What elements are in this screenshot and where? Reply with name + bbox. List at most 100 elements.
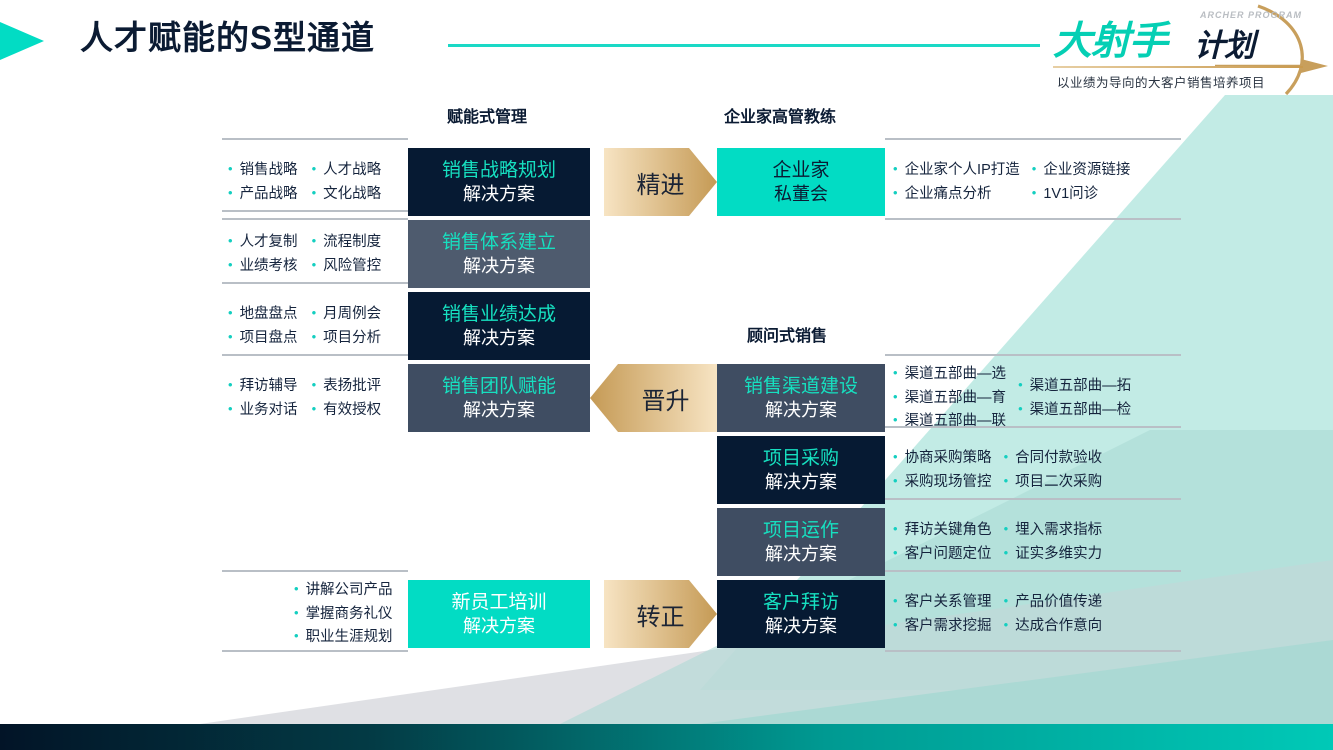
stage-label: 晋升: [641, 387, 690, 415]
bullet-dot-icon: •: [1031, 184, 1037, 200]
bullet-item: • 项目盘点: [228, 328, 298, 349]
right-bullets-row-4: •渠道五部曲—选•渠道五部曲—育•渠道五部曲—联•渠道五部曲—拓•渠道五部曲—检: [893, 364, 1189, 432]
bullet-dot-icon: •: [893, 616, 898, 632]
bullet-label: 地盘盘点: [239, 305, 298, 322]
right-bullets-row-1: •企业家个人IP打造•企业痛点分析•企业资源链接•1V1问诊: [893, 148, 1189, 216]
stage-chevron-转正[interactable]: 转正: [604, 580, 717, 648]
bullet-dot-icon: •: [228, 160, 233, 176]
bullet-dot-icon: •: [228, 184, 233, 200]
bullet-label: 业务对话: [239, 401, 298, 418]
bullet-label: 采购现场管控: [904, 473, 992, 490]
bullet-column: •拜访辅导•业务对话: [228, 376, 298, 420]
bullet-item: •风险管控: [312, 256, 382, 277]
bullet-column: •合同付款验收 • 项目二次采购: [1004, 448, 1103, 492]
bullet-item: • 业绩考核: [228, 256, 298, 277]
bullet-item: •协商采购策略: [893, 448, 992, 469]
bullet-column: •企业家个人IP打造•企业痛点分析: [893, 160, 1020, 204]
triangle-right-icon: [0, 22, 44, 60]
bullet-dot-icon: •: [1018, 376, 1023, 392]
left-divider-end-0: [222, 218, 408, 220]
center-card-row-7[interactable]: 新员工培训解决方案: [408, 580, 590, 648]
bullet-label: 表扬批评: [323, 377, 382, 394]
bullet-item: •合同付款验收: [1004, 448, 1103, 469]
bullet-label: 产品战略: [239, 185, 298, 202]
solution-title: 项目运作: [762, 519, 839, 541]
bullet-column: •流程制度•风险管控: [312, 232, 382, 276]
bullet-dot-icon: •: [311, 184, 317, 200]
solution-title: 销售团队赋能: [441, 375, 556, 397]
bullet-dot-icon: •: [228, 328, 233, 344]
bullet-label: 企业家个人IP打造: [904, 161, 1020, 178]
right-card-row-4[interactable]: 销售渠道建设解决方案: [717, 364, 885, 432]
bullet-item: •产品价值传递: [1004, 592, 1103, 613]
bullet-item: •客户需求挖掘: [893, 616, 992, 637]
left-bullets-row-4: •拜访辅导•业务对话 •表扬批评•有效授权: [228, 364, 414, 432]
center-card-row-4[interactable]: 销售团队赋能解决方案: [408, 364, 590, 432]
bullet-column: •产品价值传递•达成合作意向: [1004, 592, 1103, 636]
bullet-label: 企业资源链接: [1043, 161, 1131, 178]
bullet-label: 销售战略: [239, 161, 298, 178]
bullet-item: •渠道五部曲—联: [893, 411, 1006, 432]
right-card-row-1[interactable]: 企业家私董会: [717, 148, 885, 216]
bullet-dot-icon: •: [228, 256, 233, 272]
right-card-row-5[interactable]: 项目采购解决方案: [717, 436, 885, 504]
bullet-dot-icon: •: [893, 365, 898, 381]
solution-subtitle: 解决方案: [463, 615, 535, 636]
bullet-dot-icon: •: [893, 448, 898, 464]
stage-chevron-精进[interactable]: 精进: [604, 148, 717, 216]
bullet-item: • 项目二次采购: [1004, 472, 1103, 493]
left-bullets-divider: [222, 282, 408, 284]
bullet-dot-icon: •: [1003, 616, 1009, 632]
left-bullets-divider: [222, 354, 408, 356]
bullet-dot-icon: •: [311, 304, 317, 320]
solution-title: 销售战略规划: [441, 159, 556, 181]
bullet-label: 业绩考核: [239, 257, 298, 274]
bullet-label: 人才战略: [323, 161, 382, 178]
bullet-label: 项目分析: [323, 329, 382, 346]
bullet-item: •证实多维实力: [1004, 544, 1103, 565]
center-card-row-3[interactable]: 销售业绩达成解决方案: [408, 292, 590, 360]
bullet-item: •拜访关键角色: [893, 520, 992, 541]
bullet-label: 证实多维实力: [1015, 545, 1103, 562]
right-bullets-divider: [885, 498, 1181, 500]
bullet-dot-icon: •: [893, 592, 898, 608]
bullet-column: •人才战略•文化战略: [312, 160, 382, 204]
bullet-label: 渠道五部曲—育: [904, 389, 1007, 406]
bullet-label: 流程制度: [323, 233, 382, 250]
center-card-row-1[interactable]: 销售战略规划解决方案: [408, 148, 590, 216]
bullet-column: •表扬批评•有效授权: [312, 376, 382, 420]
bullet-dot-icon: •: [294, 581, 299, 597]
right-bullets-divider: [885, 354, 1181, 356]
teal-lower-shape: [700, 640, 1333, 724]
chevron-right-icon: [604, 580, 717, 648]
bullet-item: •渠道五部曲—育: [893, 388, 1006, 409]
bullet-column: •讲解公司产品•掌握商务礼仪•职业生涯规划: [294, 580, 393, 648]
bullet-dot-icon: •: [893, 412, 898, 428]
right-card-row-7[interactable]: 客户拜访解决方案: [717, 580, 885, 648]
bullet-label: 项目二次采购: [1015, 473, 1103, 490]
bullet-column: •协商采购策略•采购现场管控: [893, 448, 992, 492]
bullet-dot-icon: •: [893, 472, 898, 488]
right-divider-end-0: [885, 218, 1181, 220]
bullet-column: •企业资源链接•1V1问诊: [1032, 160, 1131, 204]
solution-subtitle: 解决方案: [463, 399, 535, 420]
left-bullets-divider: [222, 210, 408, 212]
title-divider: [448, 44, 1040, 47]
right-card-row-6[interactable]: 项目运作解决方案: [717, 508, 885, 576]
bullet-label: 职业生涯规划: [305, 629, 393, 646]
stage-chevron-晋升[interactable]: 晋升: [590, 364, 717, 432]
logo-subtitle: 以业绩为导向的大客户销售培养项目: [1057, 76, 1266, 90]
bullet-item: •企业家个人IP打造: [893, 160, 1020, 181]
bullet-label: 有效授权: [323, 401, 382, 418]
bullet-dot-icon: •: [311, 160, 317, 176]
bullet-dot-icon: •: [1003, 472, 1009, 488]
solution-title: 项目采购: [762, 447, 839, 469]
center-card-row-2[interactable]: 销售体系建立解决方案: [408, 220, 590, 288]
stage-label: 转正: [636, 603, 685, 631]
bullet-column: •客户关系管理 •客户需求挖掘: [893, 592, 992, 636]
bullet-item: • 销售战略: [228, 160, 298, 181]
bullet-label: 项目盘点: [239, 329, 298, 346]
section-heading-empowerment: 赋能式管理: [447, 109, 528, 126]
bullet-item: •客户关系管理: [893, 592, 992, 613]
